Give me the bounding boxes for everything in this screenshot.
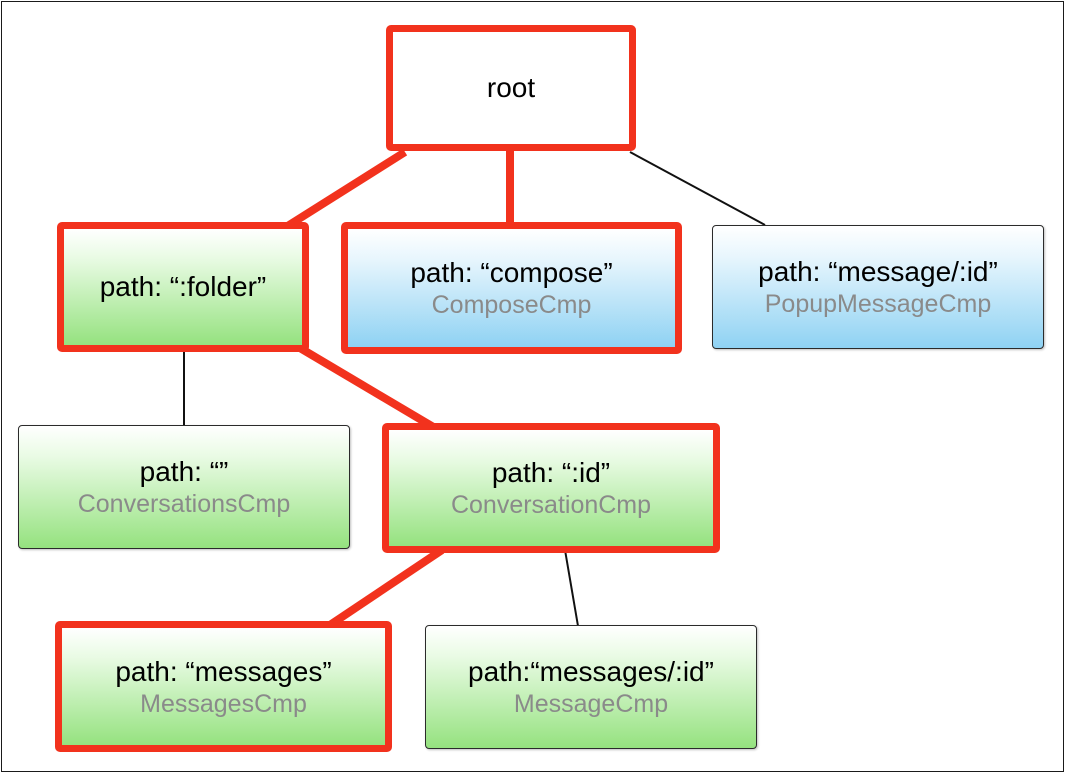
link-conversation-messages bbox=[327, 546, 445, 629]
node-message-popup: path: “message/:id” PopupMessageCmp bbox=[712, 225, 1044, 349]
node-conversations-path: path: “” bbox=[139, 456, 229, 487]
link-root-message-popup bbox=[629, 151, 766, 226]
node-message-detail-path: path:“messages/:id” bbox=[468, 656, 714, 687]
node-messages-component: MessagesCmp bbox=[140, 689, 307, 718]
link-conversation-message-detail bbox=[564, 549, 579, 627]
node-conversation-component: ConversationCmp bbox=[450, 491, 652, 519]
node-conversations-component: ConversationsCmp bbox=[77, 490, 291, 518]
node-message-detail-component: MessageCmp bbox=[513, 690, 669, 718]
link-folder-conversation bbox=[297, 344, 438, 432]
node-messages: path: “messages” MessagesCmp bbox=[55, 621, 392, 752]
node-message-detail: path:“messages/:id” MessageCmp bbox=[425, 625, 757, 749]
node-compose-component: ComposeCmp bbox=[431, 291, 592, 319]
node-compose-path: path: “compose” bbox=[410, 257, 613, 288]
node-folder: path: “:folder” bbox=[57, 222, 309, 352]
node-conversation-path: path: “:id” bbox=[491, 457, 611, 488]
node-root-path: root bbox=[486, 72, 536, 103]
link-root-folder bbox=[283, 148, 408, 231]
node-messages-path: path: “messages” bbox=[115, 655, 332, 687]
node-folder-path: path: “:folder” bbox=[99, 271, 267, 302]
node-conversations: path: “” ConversationsCmp bbox=[18, 425, 350, 549]
node-root: root bbox=[386, 25, 636, 151]
node-message-popup-path: path: “message/:id” bbox=[758, 256, 998, 287]
node-conversation: path: “:id” ConversationCmp bbox=[382, 423, 720, 553]
node-compose: path: “compose” ComposeCmp bbox=[341, 222, 682, 354]
node-message-popup-component: PopupMessageCmp bbox=[764, 290, 992, 318]
